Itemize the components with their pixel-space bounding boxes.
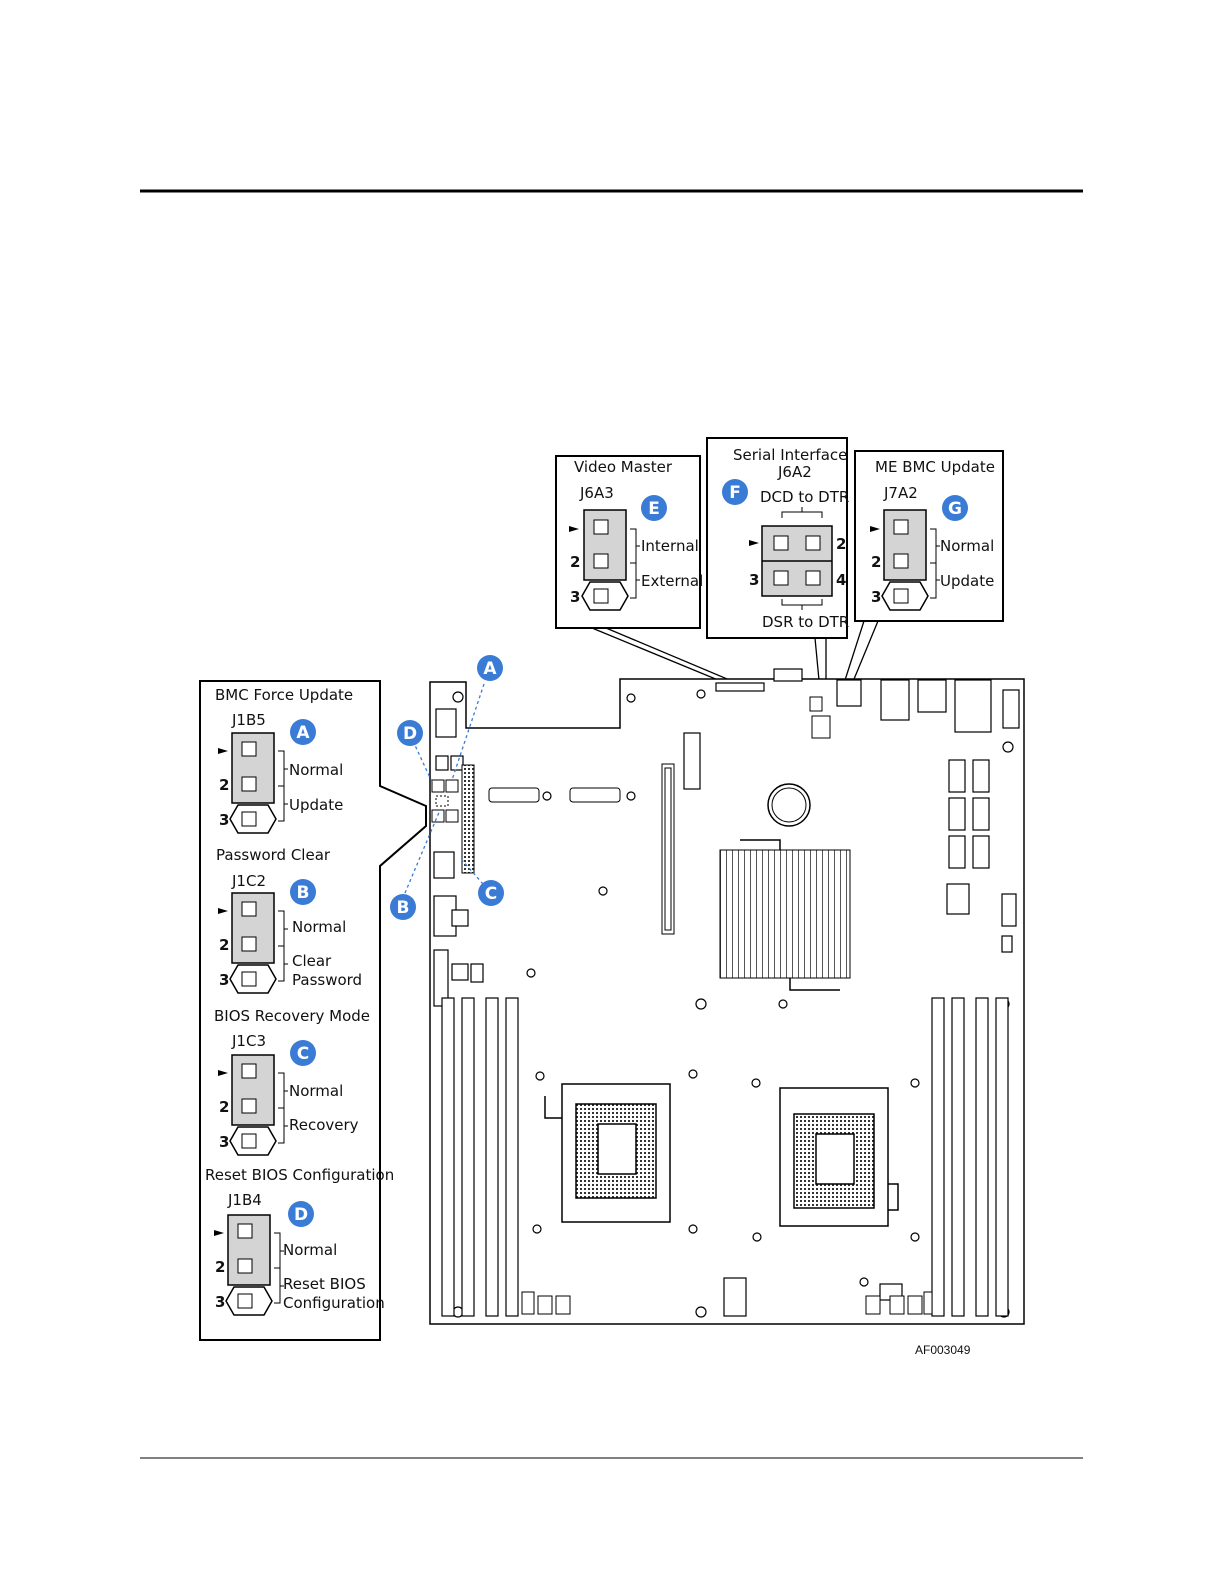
bios-recovery-option1: Normal xyxy=(289,1082,343,1100)
svg-text:E: E xyxy=(648,499,660,519)
pin1-arrow-icon xyxy=(569,526,579,532)
pin1-arrow-icon xyxy=(218,908,228,914)
badge-a: A xyxy=(290,719,316,745)
badge-e: E xyxy=(641,495,667,521)
me-bmc-option1: Normal xyxy=(940,537,994,555)
svg-text:2: 2 xyxy=(836,535,846,553)
svg-text:3: 3 xyxy=(215,1293,225,1311)
video-master-panel: Video Master J6A3 E 2 3 Internal Externa… xyxy=(555,455,703,629)
figure-id: AF003049 xyxy=(915,1343,971,1357)
password-clear-option1: Normal xyxy=(292,918,346,936)
left-jumper-panel: BMC Force Update J1B5 A 2 3 Normal Updat… xyxy=(199,680,427,1341)
pin1-arrow-icon xyxy=(749,540,759,546)
svg-text:2: 2 xyxy=(219,1098,229,1116)
svg-text:A: A xyxy=(296,723,310,743)
badge-d: D xyxy=(288,1201,314,1227)
me-bmc-update-connector: J7A2 xyxy=(883,484,918,502)
password-clear-option2-line1: Clear xyxy=(292,952,332,970)
pin1-arrow-icon xyxy=(214,1230,224,1236)
password-clear-title: Password Clear xyxy=(216,846,331,864)
board-callout-d: D xyxy=(397,720,423,746)
svg-text:2: 2 xyxy=(871,553,881,571)
svg-text:C: C xyxy=(297,1044,309,1064)
svg-text:3: 3 xyxy=(871,588,881,606)
bmc-force-option1: Normal xyxy=(289,761,343,779)
me-bmc-update-title: ME BMC Update xyxy=(875,458,995,476)
pin1-arrow-icon xyxy=(218,1070,228,1076)
svg-text:4: 4 xyxy=(836,571,846,589)
reset-bios-title: Reset BIOS Configuration xyxy=(205,1166,394,1184)
password-clear-connector: J1C2 xyxy=(231,872,266,890)
password-clear-option2-line2: Password xyxy=(292,971,362,989)
bios-recovery-title: BIOS Recovery Mode xyxy=(214,1007,370,1025)
serial-interface-panel: Serial Interface J6A2 F DCD to DTR 2 3 4… xyxy=(706,437,849,639)
bmc-force-update-group: BMC Force Update J1B5 A 2 3 Normal Updat… xyxy=(215,686,353,834)
pin1-arrow-icon xyxy=(218,748,228,754)
svg-text:G: G xyxy=(948,499,962,519)
board-callout-c: C xyxy=(478,880,504,906)
svg-text:3: 3 xyxy=(219,971,229,989)
svg-text:3: 3 xyxy=(219,1133,229,1151)
svg-text:2: 2 xyxy=(215,1258,225,1276)
cpu-socket-2 xyxy=(779,1087,899,1227)
video-master-option2: External xyxy=(641,572,703,590)
callout-dashed-lines xyxy=(404,683,485,894)
svg-text:2: 2 xyxy=(219,936,229,954)
me-bmc-option2: Update xyxy=(940,572,994,590)
reset-bios-option2-line1: Reset BIOS xyxy=(283,1275,366,1293)
video-master-connector: J6A3 xyxy=(579,484,614,502)
svg-text:3: 3 xyxy=(749,571,759,589)
svg-text:B: B xyxy=(297,883,310,903)
svg-text:A: A xyxy=(483,659,497,679)
serial-bottom-label: DSR to DTR xyxy=(762,613,849,631)
board-callout-b: B xyxy=(390,894,416,920)
pin1-arrow-icon xyxy=(870,526,880,532)
svg-text:3: 3 xyxy=(219,811,229,829)
badge-f: F xyxy=(722,479,748,505)
video-master-option1: Internal xyxy=(641,537,699,555)
badge-b: B xyxy=(290,879,316,905)
password-clear-group: Password Clear J1C2 B 2 3 Normal Clear P… xyxy=(216,846,362,994)
jumper-block: 2 3 xyxy=(569,509,640,611)
bmc-force-update-connector: J1B5 xyxy=(231,711,266,729)
bios-recovery-option2: Recovery xyxy=(289,1116,359,1134)
bmc-force-option2: Update xyxy=(289,796,343,814)
svg-text:2: 2 xyxy=(219,776,229,794)
svg-text:D: D xyxy=(403,724,417,744)
cpu-socket-1 xyxy=(544,1083,671,1223)
svg-text:3: 3 xyxy=(570,588,580,606)
motherboard xyxy=(429,668,1025,1325)
board-callout-a: A xyxy=(477,655,503,681)
badge-g: G xyxy=(942,495,968,521)
bios-recovery-connector: J1C3 xyxy=(231,1032,266,1050)
reset-bios-option2-line2: Configuration xyxy=(283,1294,385,1312)
me-bmc-update-panel: ME BMC Update J7A2 G 2 3 Normal Update xyxy=(854,450,1004,622)
reset-bios-connector: J1B4 xyxy=(227,1191,262,1209)
svg-text:2: 2 xyxy=(570,553,580,571)
reset-bios-option1: Normal xyxy=(283,1241,337,1259)
serial-top-label: DCD to DTR xyxy=(760,488,849,506)
bios-recovery-group: BIOS Recovery Mode J1C3 C 2 3 Normal Rec… xyxy=(214,1007,370,1156)
reset-bios-group: Reset BIOS Configuration J1B4 D 2 3 Norm… xyxy=(205,1166,394,1316)
badge-c: C xyxy=(290,1040,316,1066)
svg-text:D: D xyxy=(294,1205,308,1225)
bmc-force-update-title: BMC Force Update xyxy=(215,686,353,704)
svg-text:C: C xyxy=(485,884,497,904)
serial-interface-title: Serial Interface xyxy=(733,446,847,464)
video-master-title: Video Master xyxy=(574,458,673,476)
svg-text:F: F xyxy=(729,483,741,503)
serial-interface-connector: J6A2 xyxy=(777,463,812,481)
svg-text:B: B xyxy=(397,898,410,918)
